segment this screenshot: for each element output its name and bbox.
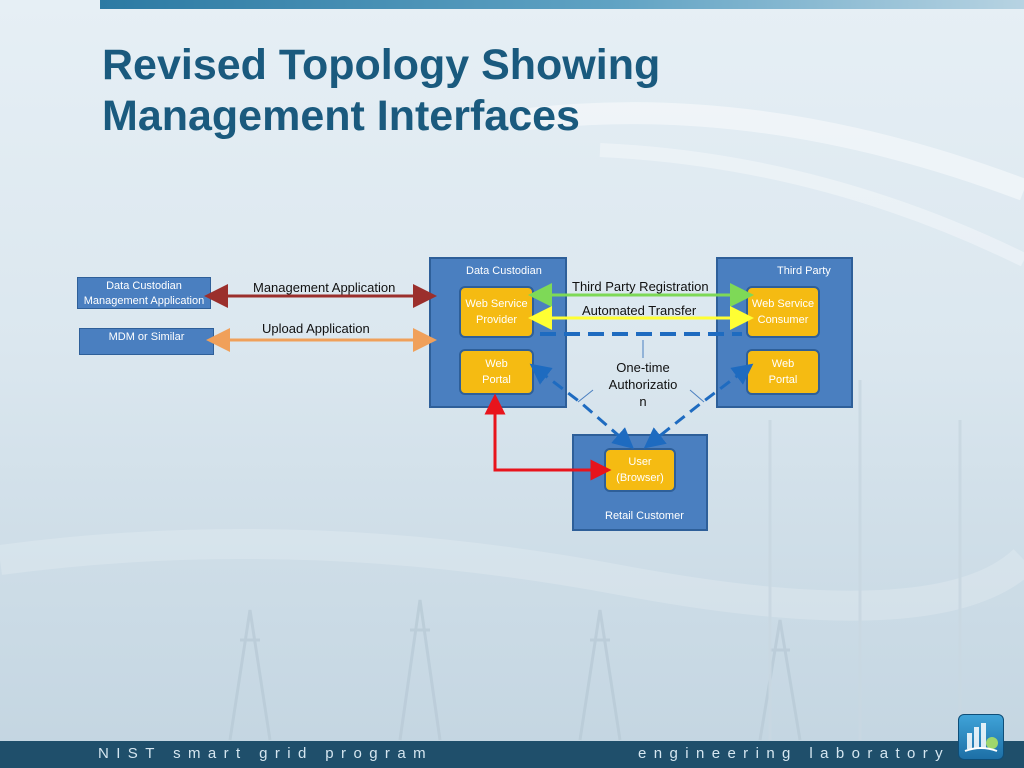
dc-mgmt-app-line2: Management Application [83,295,205,307]
third-party-registration-label: Third Party Registration [572,279,709,294]
dc-mgmt-app-line1: Data Custodian [106,280,182,292]
wsc-line1: Web Service [751,298,815,310]
wsp-line1: Web Service [465,298,528,310]
slide-title-line2: Management Interfaces [102,92,580,140]
automated-transfer-label: Automated Transfer [582,303,697,318]
web-service-provider[interactable]: Web Service Provider [459,286,534,338]
wsc-line2: Consumer [757,314,809,326]
top-accent-bar [100,0,1024,9]
tp-portal-line2: Portal [768,374,798,386]
tp-web-portal[interactable]: Web Portal [746,349,820,395]
third-party-label: Third Party [777,265,831,277]
dc-portal-line2: Portal [482,374,511,386]
footer-bar: NIST smart grid program engineering labo… [0,741,1024,768]
auth-line1: One-time [616,360,670,375]
footer-left-text: NIST smart grid program [98,745,433,762]
dc-management-application-box: Data Custodian Management Application [77,277,211,309]
one-time-authorization-label: One-time Authorizatio n [603,359,683,410]
dc-web-portal[interactable]: Web Portal [459,349,534,395]
auth-line2: Authorizatio [608,377,678,392]
user-browser[interactable]: User (Browser) [604,448,676,492]
management-application-label: Management Application [253,280,396,295]
footer-right-text: engineering laboratory [638,745,951,762]
data-custodian-label: Data Custodian [466,265,542,277]
tp-portal-line1: Web [771,358,795,370]
nist-logo-icon [958,714,1004,760]
upload-application-label: Upload Application [262,321,370,336]
mdm-label: MDM or Similar [108,331,185,343]
mdm-box: MDM or Similar [79,328,214,355]
user-line2: (Browser) [616,472,664,484]
user-line1: User [628,456,652,468]
retail-customer-label: Retail Customer [605,510,684,522]
wsp-line2: Provider [476,314,517,326]
auth-line3: n [639,394,647,409]
slide-title: Revised Topology Showing Management Inte… [102,40,902,142]
dc-portal-line1: Web [485,358,508,370]
web-service-consumer[interactable]: Web Service Consumer [746,286,820,338]
slide-title-line1: Revised Topology Showing [102,41,661,89]
